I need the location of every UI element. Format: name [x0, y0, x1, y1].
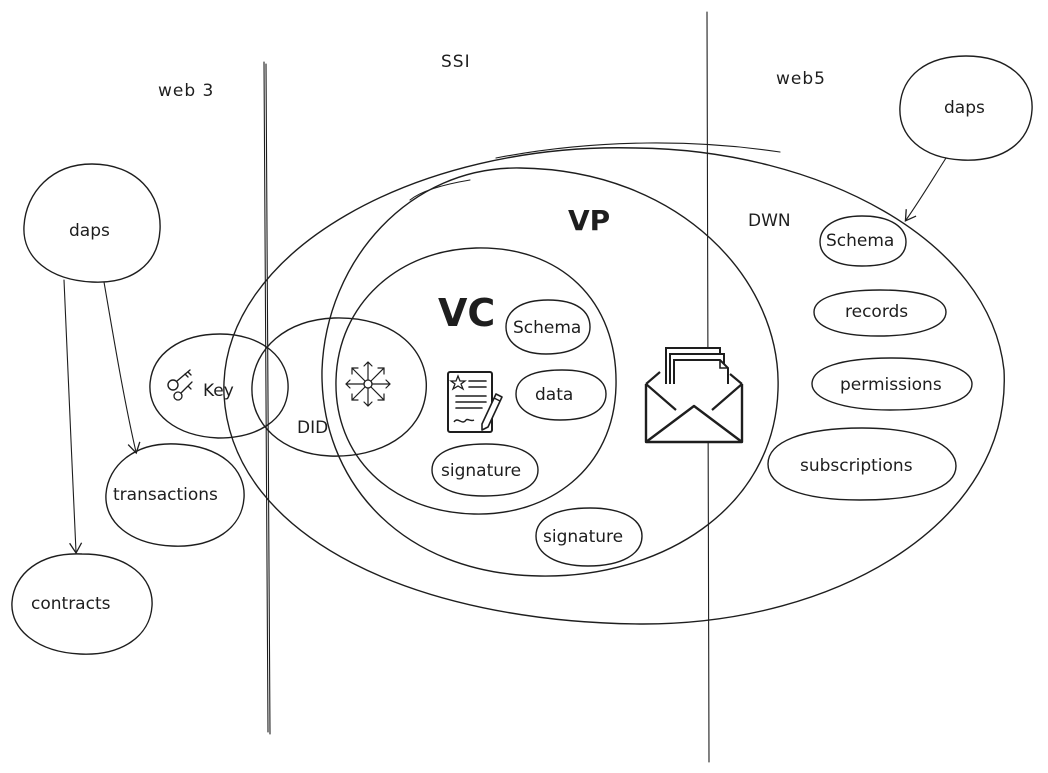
permissions-label: permissions	[840, 375, 942, 395]
subscriptions-node: subscriptions	[767, 427, 957, 501]
section-label-ssi: SSI	[441, 52, 471, 72]
arrow-web5-daps-to-schema	[904, 157, 947, 222]
vp-label: VP	[568, 204, 610, 237]
web5-daps-node: daps	[899, 55, 1033, 161]
web3-daps-node: daps	[23, 163, 161, 283]
vp-ellipse	[321, 167, 779, 577]
contracts-node: contracts	[11, 553, 153, 655]
records-node: records	[813, 289, 947, 337]
key-label: Key	[203, 381, 234, 401]
contracts-label: contracts	[31, 594, 111, 614]
vc-label: VC	[438, 291, 495, 335]
section-label-web5: web5	[776, 69, 826, 89]
section-label-web3: web 3	[158, 81, 214, 101]
permissions-node: permissions	[811, 357, 973, 411]
certificate-document-icon	[447, 371, 503, 433]
key-node: Key	[149, 333, 289, 439]
transactions-node: transactions	[105, 443, 245, 547]
arrow-daps-to-transactions	[103, 281, 141, 455]
vc-signature-node: signature	[431, 443, 539, 497]
vp-signature-node: signature	[535, 507, 643, 567]
web5-schema-label: Schema	[826, 231, 894, 251]
subscriptions-label: subscriptions	[800, 456, 913, 476]
vc-data-node: data	[515, 369, 607, 421]
vc-signature-label: signature	[441, 461, 521, 481]
did-ellipse	[251, 317, 427, 457]
did-label: DID	[297, 418, 328, 438]
web5-schema-node: Schema	[819, 215, 907, 267]
vp-signature-label: signature	[543, 527, 623, 547]
vc-data-label: data	[535, 385, 573, 405]
records-label: records	[845, 302, 908, 322]
vc-circle	[335, 247, 617, 515]
key-icon	[167, 369, 193, 401]
web3-daps-label: daps	[69, 221, 110, 241]
network-arrows-icon	[345, 361, 391, 407]
dwn-label: DWN	[748, 211, 791, 231]
vc-schema-label: Schema	[513, 318, 581, 338]
vc-schema-node: Schema	[505, 299, 591, 355]
transactions-label: transactions	[113, 485, 218, 505]
arrow-daps-to-contracts	[63, 279, 83, 555]
web5-daps-label: daps	[944, 98, 985, 118]
section-divider-left	[263, 61, 271, 735]
dwn-ellipse	[223, 142, 1005, 625]
envelope-with-documents-icon	[644, 347, 744, 444]
